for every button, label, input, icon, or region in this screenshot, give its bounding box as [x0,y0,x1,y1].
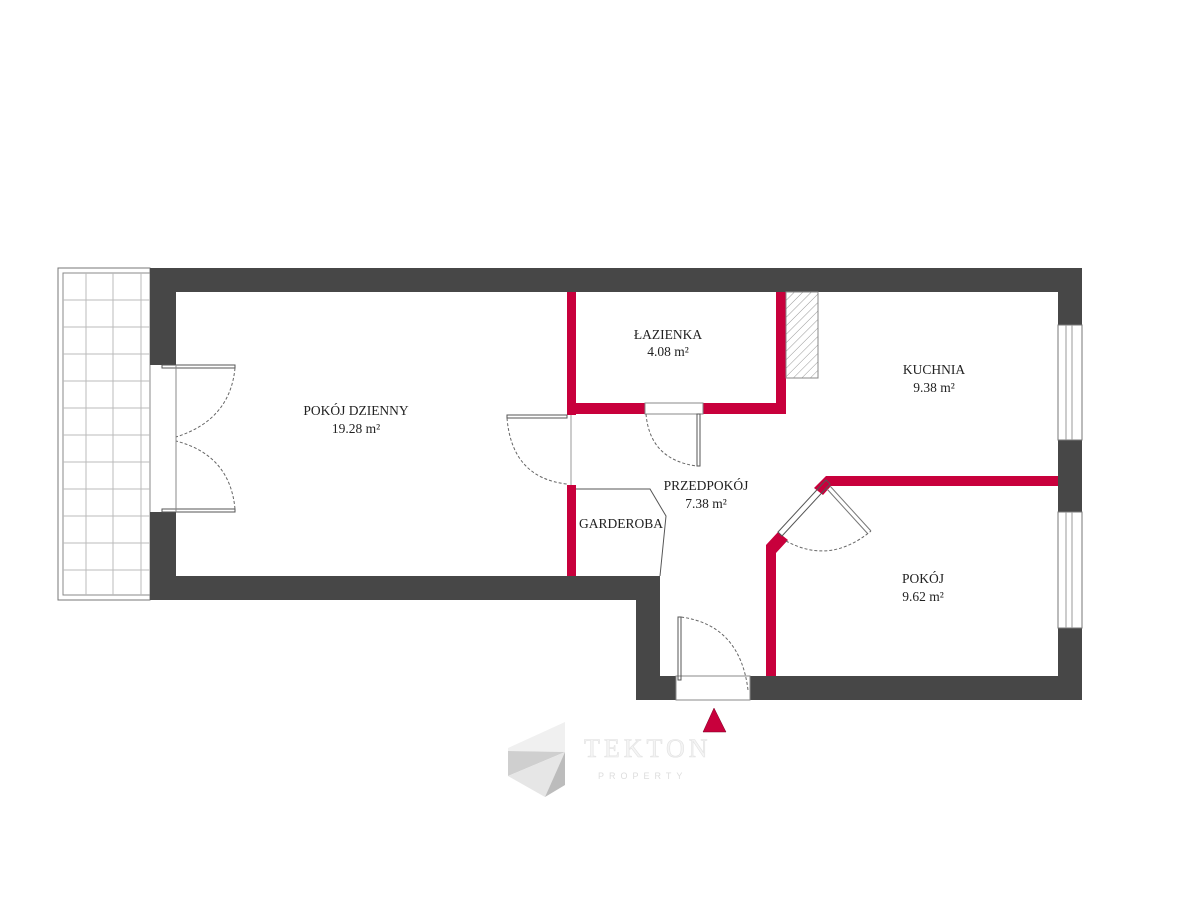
outer-walls [150,268,1082,700]
balcony [57,267,151,601]
wardrobe-outline [576,488,667,577]
logo-tagline: PROPERTY [598,771,687,781]
room-labels: POKÓJ DZIENNY 19.28 m² ŁAZIENKA 4.08 m² … [303,327,965,604]
room-name-bathroom: ŁAZIENKA [634,327,702,342]
inner-walls [567,292,1058,676]
room-area-bathroom: 4.08 m² [647,344,689,359]
room-area-kitchen: 9.38 m² [913,380,955,395]
room-area-bedroom: 9.62 m² [902,589,944,604]
room-name-bedroom: POKÓJ [902,571,944,586]
room-name-hall: PRZEDPOKÓJ [664,478,749,493]
room-name-living: POKÓJ DZIENNY [303,403,409,418]
ventilation-shaft [785,291,819,379]
doors [161,364,872,701]
room-name-kitchen: KUCHNIA [903,362,965,377]
room-area-living: 19.28 m² [332,421,380,436]
room-name-wardrobe: GARDEROBA [579,516,663,531]
logo-name: TEKTON [584,734,712,763]
windows [1057,324,1083,629]
room-area-hall: 7.38 m² [685,496,727,511]
logo-watermark: TEKTON PROPERTY [508,722,712,797]
entrance-marker-icon [702,707,727,733]
